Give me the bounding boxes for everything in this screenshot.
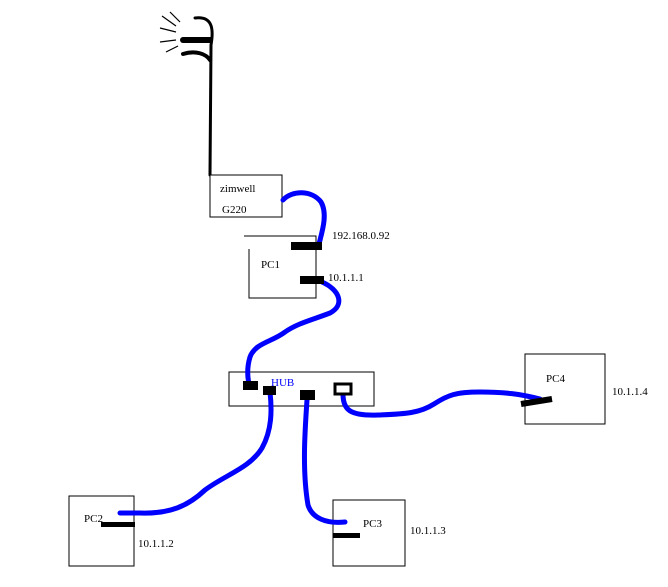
pc3-ip-label: 10.1.1.3 [410,525,446,537]
pc1-wan-port [291,242,322,250]
cable-pc1-hub [245,279,342,387]
cable-modem-pc1 [280,190,327,247]
cable-hub-pc4 [340,389,543,418]
pc1-box: PC1 192.168.0.92 10.1.1.1 [244,230,390,299]
pc2-ip-label: 10.1.1.2 [138,538,174,550]
pc4-port [520,396,553,407]
hub-port-3 [300,390,315,400]
pc2-box: PC2 10.1.1.2 [68,495,174,567]
signal-waves-icon [159,11,181,53]
pc2-port [101,522,135,527]
hub-port-4 [333,382,353,396]
pc1-lan-ip-label: 10.1.1.1 [328,272,364,284]
pc3-port [333,533,360,538]
pc1-label: PC1 [261,259,280,271]
pc3-label: PC3 [363,518,382,530]
pc4-box: PC4 10.1.1.4 [524,353,648,425]
pc4-ip-label: 10.1.1.4 [612,386,648,398]
hub-label: HUB [271,377,294,389]
modem-box: zimwell G220 [209,174,283,218]
ports [101,242,553,538]
hub-port-1 [243,381,258,390]
antenna-icon [159,11,214,177]
modem-label-line1: zimwell [220,183,255,195]
cable-hub-pc2 [117,389,274,516]
pc2-label: PC2 [84,513,103,525]
cable-hub-pc3 [301,397,348,525]
hub-port-2 [263,386,276,395]
pc1-wan-ip-label: 192.168.0.92 [332,230,390,242]
pc1-lan-port [300,276,324,284]
cables [117,190,543,525]
modem-label-line2: G220 [222,204,247,216]
pc4-label: PC4 [546,373,565,385]
